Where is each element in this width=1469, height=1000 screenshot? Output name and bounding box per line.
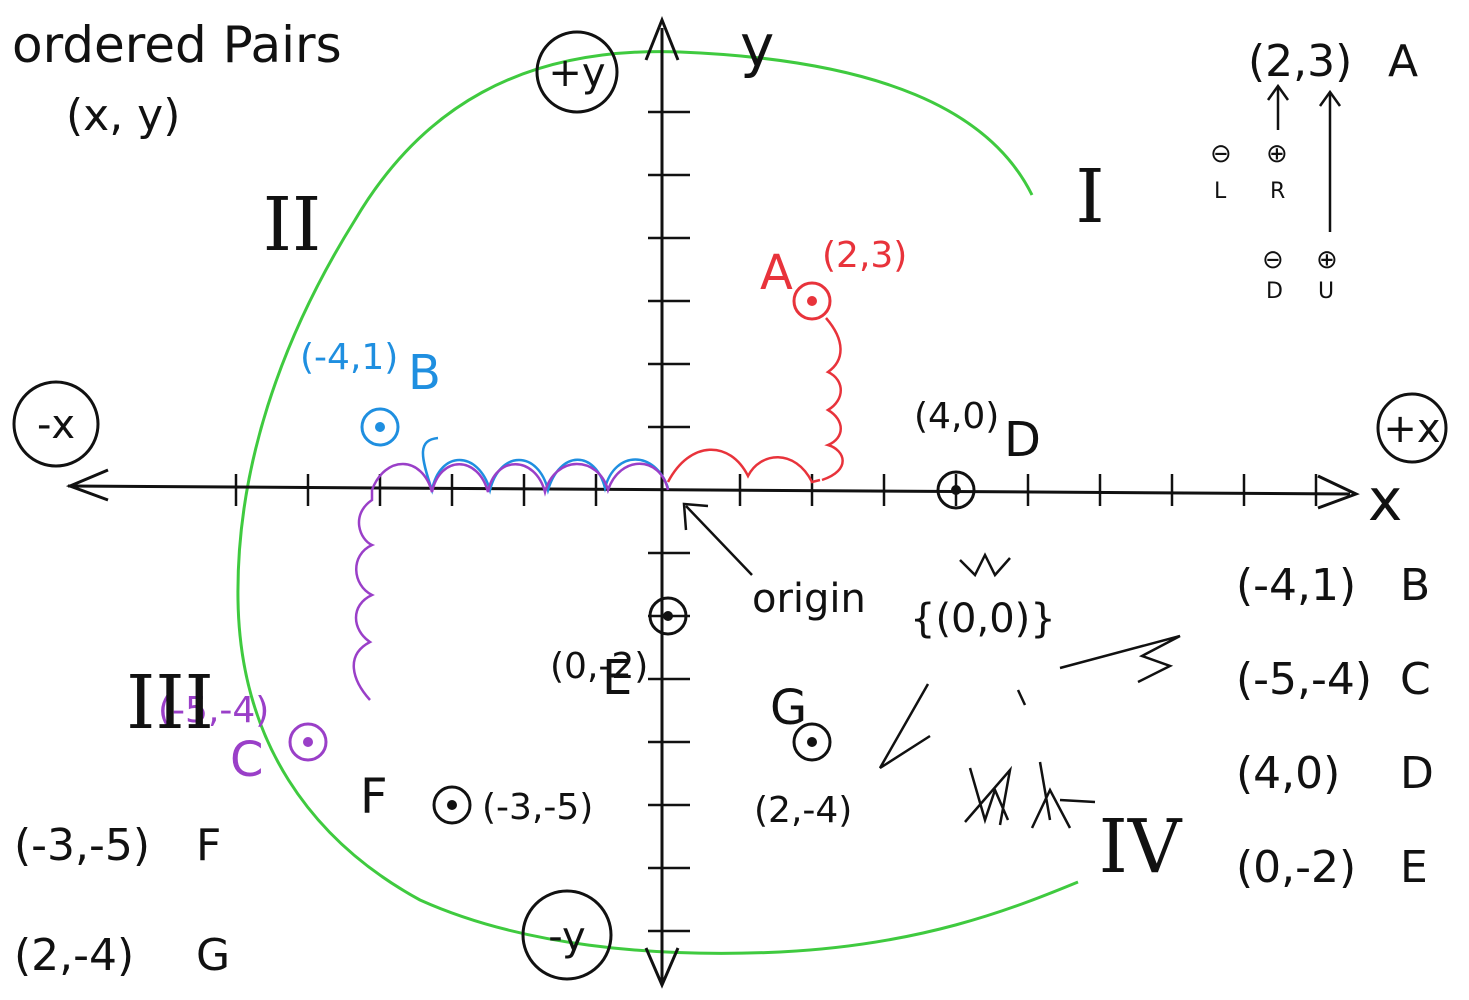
x-axis-line: [67, 484, 1351, 496]
point-name-label: D: [1004, 412, 1041, 468]
pos-x-circle: [1376, 392, 1448, 464]
point-marker-dot: [303, 737, 313, 747]
heading-title: ordered Pairs: [12, 16, 342, 74]
point-marker-dot: [375, 422, 385, 432]
point-marker-dot: [447, 800, 457, 810]
pos-y-circle: [535, 30, 619, 114]
point-f: F (-3,-5): [360, 769, 593, 828]
point-b: B(-4,1): [300, 337, 441, 447]
point-marker-dot: [663, 611, 673, 621]
neg-x-label: -x: [37, 402, 75, 448]
legend-coord: (2,3): [1248, 36, 1352, 87]
neg-y-circle: [521, 889, 613, 981]
point-coord-label: (2,-4): [754, 790, 852, 831]
green-loop: [236, 50, 1079, 955]
point-marker-ring: [792, 281, 832, 321]
point-coord-label: (0,-2): [550, 646, 648, 687]
legend-plus-du: ⊕: [1316, 245, 1338, 275]
point-marker-dot: [807, 296, 817, 306]
point-name-label: F: [360, 769, 388, 825]
point-c: C(-5,-4): [158, 690, 328, 788]
legend-minus-du: ⊖: [1262, 245, 1284, 275]
red-path-a: [666, 317, 844, 484]
point-coord-label: (-4,1): [300, 337, 398, 378]
pos-y-label: +y: [548, 50, 605, 96]
list-item-coord: (2,-4): [14, 930, 134, 981]
quadrant-2-label: II: [263, 182, 321, 268]
point-d: D(4,0): [914, 396, 1041, 510]
point-marker-ring: [792, 722, 832, 762]
point-marker-ring: [288, 722, 328, 762]
legend-up: U: [1318, 279, 1334, 304]
list-item-name: E: [1400, 842, 1428, 893]
origin-arrow: [685, 505, 753, 576]
point-coord-label: (2,3): [822, 235, 907, 276]
neg-y-label: -y: [548, 914, 585, 960]
point-marker-ring: [432, 785, 472, 825]
list-item-name: C: [1400, 654, 1431, 705]
list-item-name: F: [196, 820, 221, 871]
y-axis-down-arrow: [644, 947, 680, 989]
point-coord-label: (-3,-5): [482, 787, 593, 828]
point-name-label: A: [760, 245, 793, 301]
legend-plus-lr: ⊕: [1266, 139, 1288, 169]
coordinate-list-left: (-3,-5) F (2,-4) G: [14, 820, 230, 981]
heading-subtitle: (x, y): [66, 90, 180, 141]
y-axis-ticks: [648, 110, 690, 933]
list-item-name: B: [1400, 560, 1430, 611]
point-marker-ring: [360, 407, 400, 447]
y-axis-up-arrow: [644, 15, 680, 61]
point-marker-ring: [936, 470, 976, 510]
origin-arrowhead: [682, 502, 709, 531]
point-g: G (2,-4): [754, 680, 852, 831]
legend-left: L: [1214, 179, 1227, 204]
quadrant-1-label: I: [1075, 154, 1104, 240]
plotted-points: A (2,3) B(-4,1) C(-5,-4) D(4,0) E(0,-2) F (-3,-…: [158, 235, 1041, 831]
y-axis-label: y: [740, 12, 774, 80]
origin-label: origin: [752, 576, 866, 622]
legend-name: A: [1388, 36, 1418, 87]
point-coord-label: (-5,-4): [158, 690, 269, 731]
point-name-label: G: [770, 680, 807, 736]
coordinate-list-right: (-4,1) B (-5,-4) C (4,0) D (0,-2) E: [1236, 560, 1434, 893]
list-item-coord: (-4,1): [1236, 560, 1356, 611]
x-axis-left-arrow: [65, 468, 109, 502]
list-item-coord: (0,-2): [1236, 842, 1356, 893]
point-e: E(0,-2): [550, 596, 688, 706]
origin-set-label: {(0,0)}: [910, 596, 1056, 642]
pos-x-label: +x: [1383, 406, 1440, 452]
x-axis-label: x: [1368, 466, 1402, 534]
legend-minus-lr: ⊖: [1210, 139, 1232, 169]
scribble-doodle: [878, 552, 1181, 829]
x-axis-right-arrow: [1317, 474, 1360, 510]
list-item-name: D: [1400, 748, 1434, 799]
point-marker-ring: [648, 596, 688, 636]
point-name-label: E: [602, 650, 632, 706]
list-item-coord: (-5,-4): [1236, 654, 1372, 705]
point-marker-dot: [951, 485, 961, 495]
x-axis-ticks: [234, 474, 1318, 506]
purple-path-c: [352, 462, 670, 701]
quadrant-3-label: III: [126, 660, 214, 746]
legend-right: R: [1270, 179, 1285, 204]
list-item-coord: (-3,-5): [14, 820, 150, 871]
list-item-coord: (4,0): [1236, 748, 1340, 799]
legend-arrowhead-2: [1318, 89, 1342, 107]
point-name-label: B: [408, 345, 441, 401]
list-item-name: G: [196, 930, 230, 981]
neg-x-circle: [12, 380, 100, 468]
legend-arrowhead-1: [1266, 83, 1290, 101]
point-marker-dot: [807, 737, 817, 747]
point-name-label: C: [230, 732, 264, 788]
point-a: A (2,3): [760, 235, 907, 321]
legend-down: D: [1266, 279, 1283, 304]
point-coord-label: (4,0): [914, 396, 999, 437]
quadrant-4-label: IV: [1099, 804, 1183, 890]
